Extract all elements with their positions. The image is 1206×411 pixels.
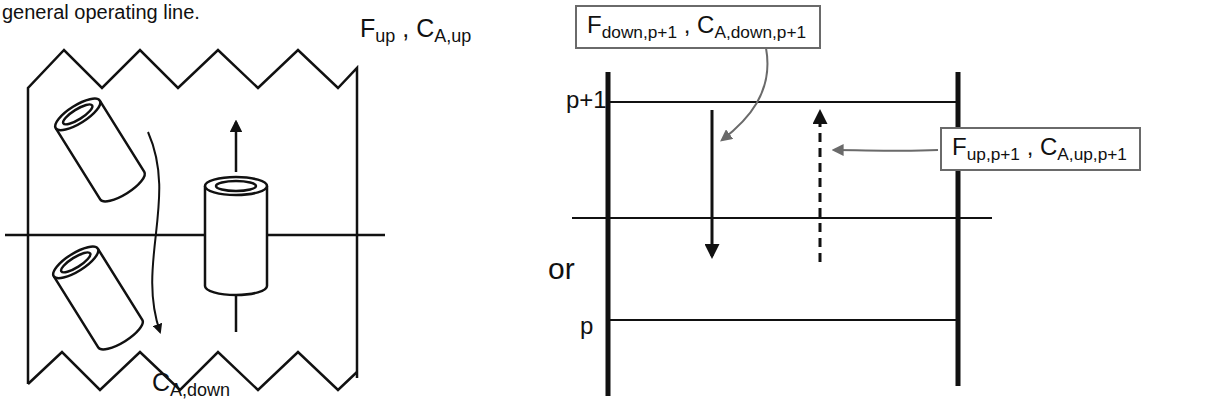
down-flow-arrow xyxy=(711,110,714,256)
flow-label: Fdown,p+1 , CA,down,p+1 xyxy=(587,10,809,40)
tray-line xyxy=(608,101,958,103)
stage-number: p xyxy=(580,312,593,340)
conjunction-label: or xyxy=(548,252,575,286)
tray-line xyxy=(608,319,958,321)
leader-line xyxy=(834,149,938,152)
up-flow-arrow xyxy=(819,112,822,262)
label-box: Fup,p+1 , CA,up,p+1 xyxy=(940,127,1141,171)
liquid-arrow xyxy=(148,132,160,332)
packing-ring xyxy=(51,93,149,207)
vapour-arrow xyxy=(235,122,238,172)
stage-schematic xyxy=(572,48,992,396)
vapour-stem xyxy=(235,292,238,332)
flow-label: Fup , CA,up xyxy=(360,14,471,43)
column-wall xyxy=(956,72,961,386)
packed-section xyxy=(5,50,385,390)
leader-line xyxy=(722,48,767,140)
flow-label: CA,down xyxy=(152,368,230,397)
packing-ring xyxy=(205,177,267,295)
flow-label: Fup,p+1 , CA,up,p+1 xyxy=(952,132,1129,162)
packing-ring xyxy=(49,241,147,355)
stage-number: p+1 xyxy=(566,86,607,114)
column-outline-top xyxy=(28,50,357,384)
section-line xyxy=(572,217,992,219)
flow-label: general operating line. xyxy=(2,1,200,24)
stage-boundary xyxy=(5,234,385,237)
column-wall xyxy=(606,72,611,396)
label-box: Fdown,p+1 , CA,down,p+1 xyxy=(575,5,821,49)
